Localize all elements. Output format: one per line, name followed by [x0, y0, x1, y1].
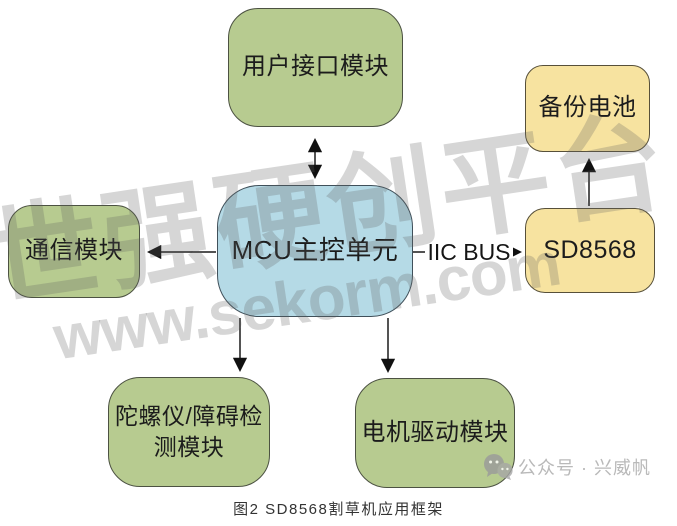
- node-gyro-obstacle-detect-module: 陀螺仪/障碍检 测模块: [108, 377, 270, 487]
- wechat-account-label: 公众号 · 兴威帆: [518, 458, 651, 478]
- node-label: 备份电池: [538, 94, 637, 122]
- node-label: 电机驱动模块: [361, 418, 509, 446]
- figure-caption: 图2 SD8568割草机应用框架: [233, 501, 444, 518]
- node-backup-battery: 备份电池: [525, 65, 650, 152]
- node-label-line1: 陀螺仪/障碍检: [115, 402, 263, 429]
- node-mcu-main-control-unit: MCU主控单元: [217, 185, 413, 317]
- wechat-icon: [484, 454, 513, 480]
- node-communication-module: 通信模块: [8, 205, 140, 298]
- iic-bus-label: IIC BUS: [425, 238, 513, 266]
- node-label: 通信模块: [25, 237, 123, 265]
- node-label: MCU主控单元: [231, 235, 399, 266]
- node-label: SD8568: [543, 235, 637, 264]
- wechat-account-badge: 公众号 · 兴威帆: [482, 453, 651, 481]
- node-label-line2: 测模块: [153, 434, 225, 460]
- node-label: 用户接口模块: [242, 53, 389, 81]
- node-sd8568: SD8568: [525, 208, 655, 293]
- node-user-interface-module: 用户接口模块: [228, 8, 403, 127]
